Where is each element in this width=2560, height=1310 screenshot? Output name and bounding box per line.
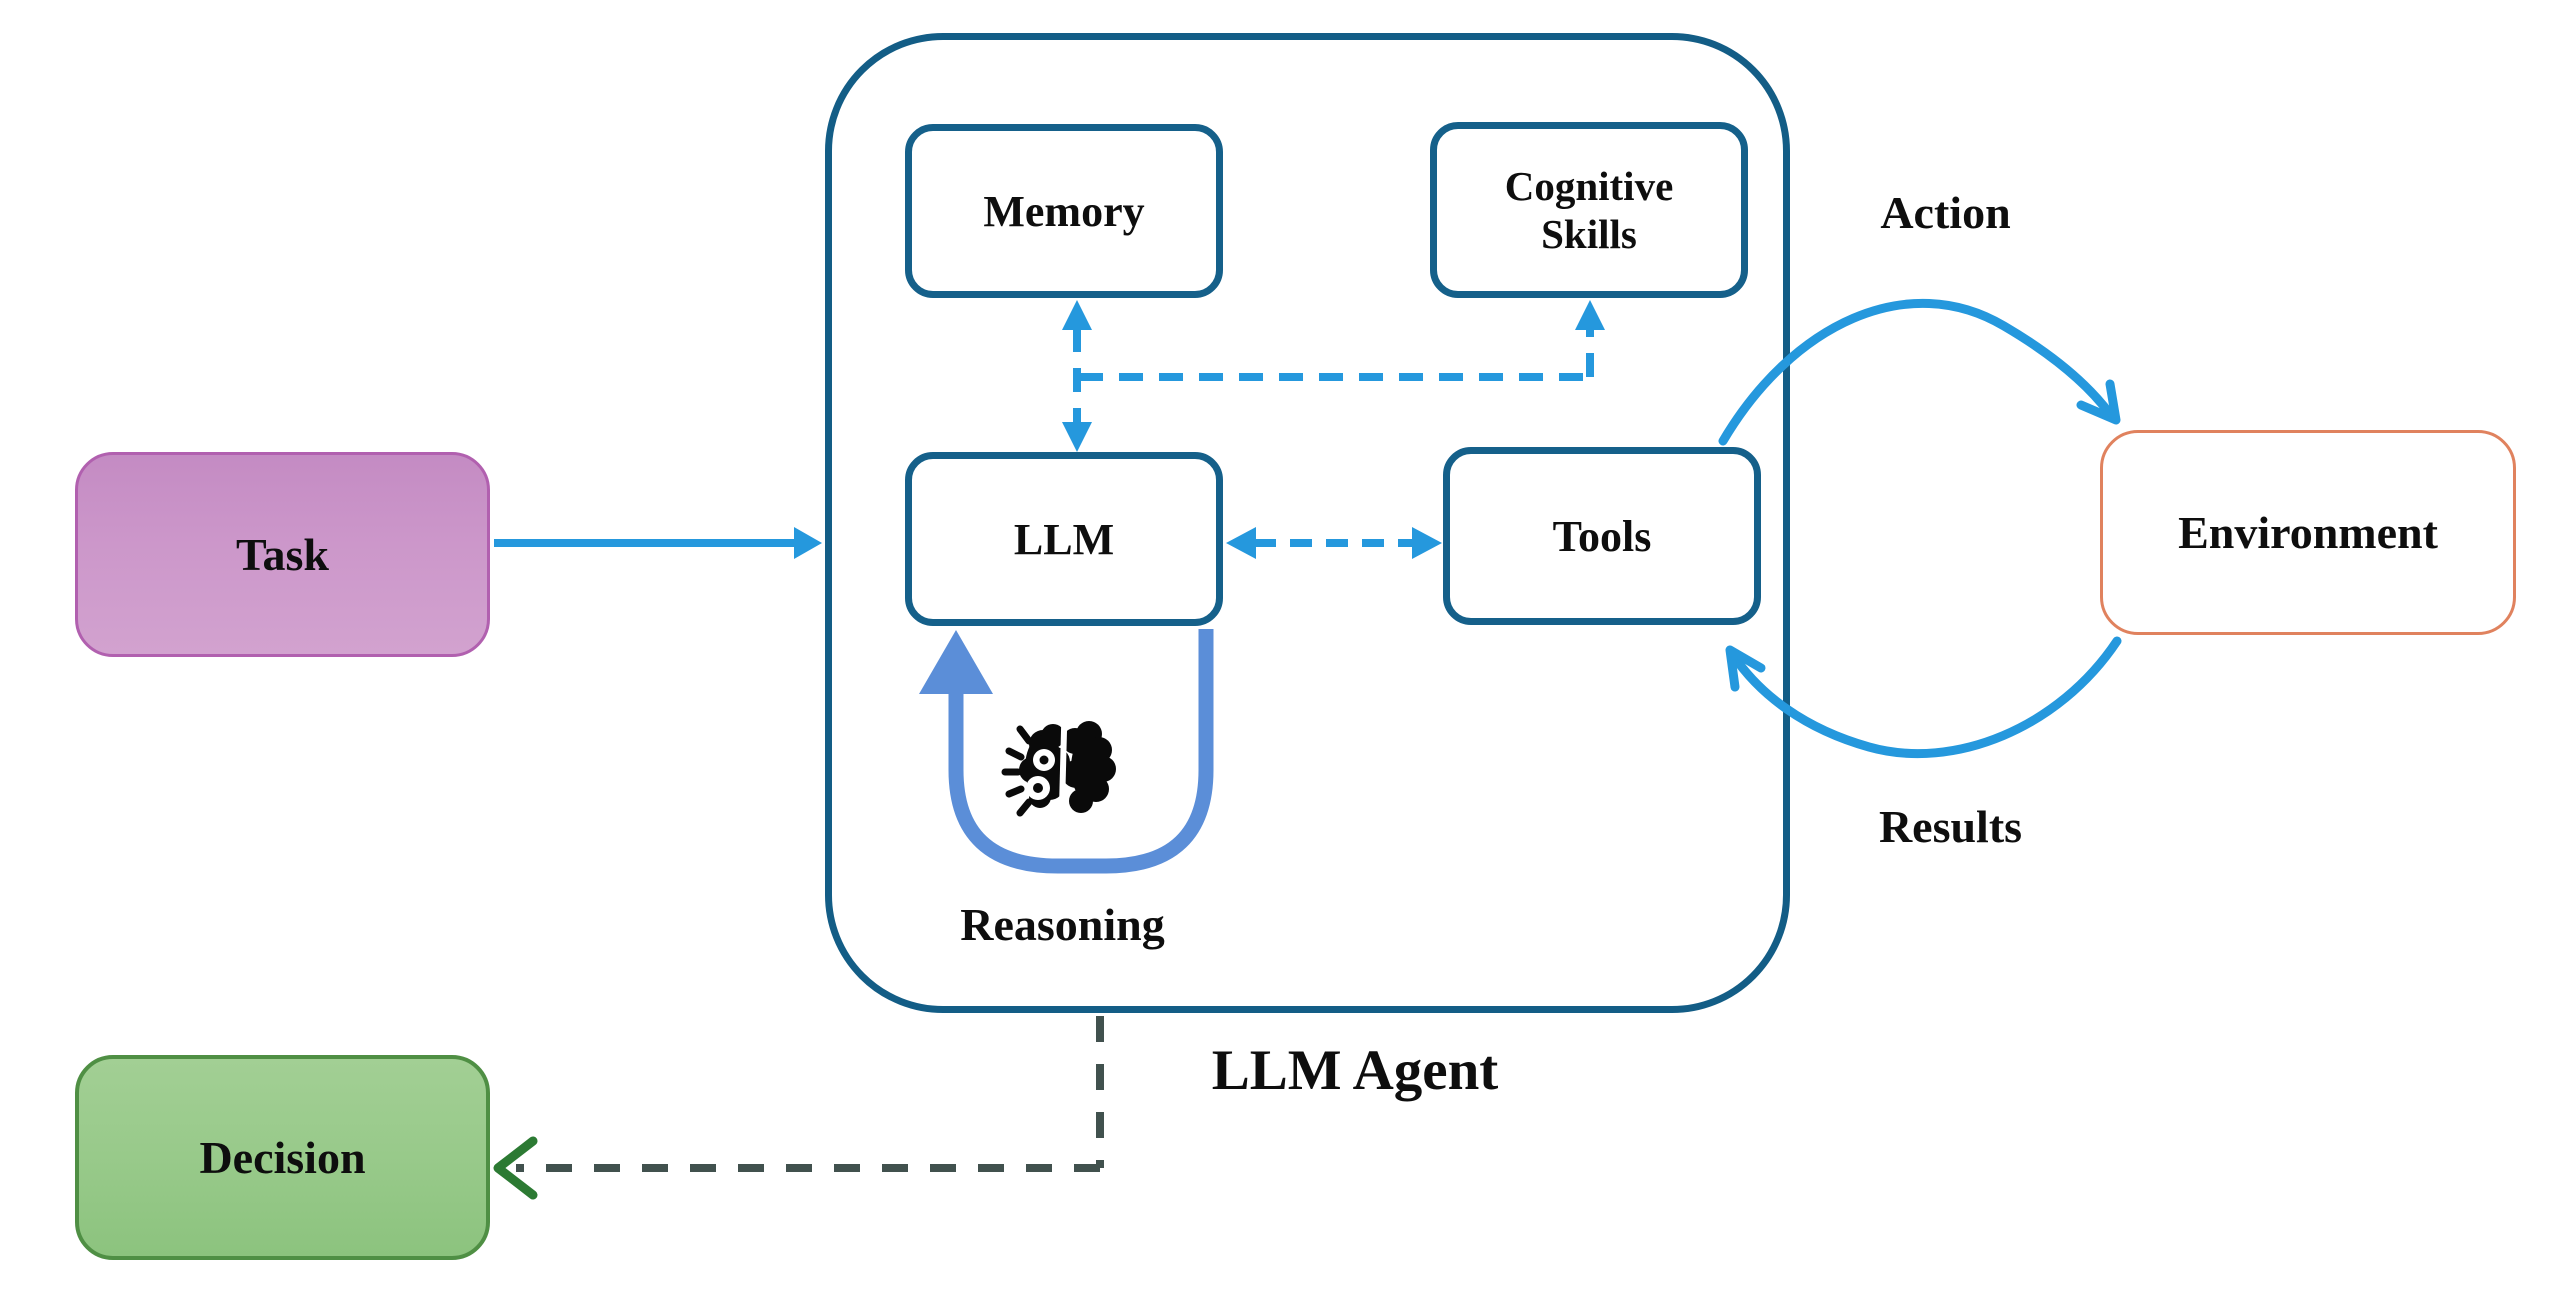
task-label: Task [236,529,329,580]
environment-label: Environment [2178,507,2438,558]
node-memory: Memory [905,124,1223,298]
llm-label: LLM [1013,514,1115,564]
node-environment: Environment [2100,430,2516,635]
node-task: Task [75,452,490,657]
node-decision: Decision [75,1055,490,1260]
decision-label: Decision [199,1132,366,1183]
action-label: Action [1880,187,2011,238]
node-cognitive-skills: Cognitive Skills [1430,122,1748,298]
llm-agent-title: LLM Agent [1211,1039,1499,1102]
memory-label: Memory [983,186,1145,236]
reasoning-label: Reasoning [960,899,1165,950]
tools-label: Tools [1552,511,1652,561]
results-label: Results [1878,801,2023,852]
node-tools: Tools [1443,447,1761,625]
cognitive-skills-label: Cognitive Skills [1504,162,1674,257]
agent-to-decision-dashed-arrow [493,1016,1104,1200]
task-to-agent-arrow [494,527,822,559]
node-llm: LLM [905,452,1223,626]
